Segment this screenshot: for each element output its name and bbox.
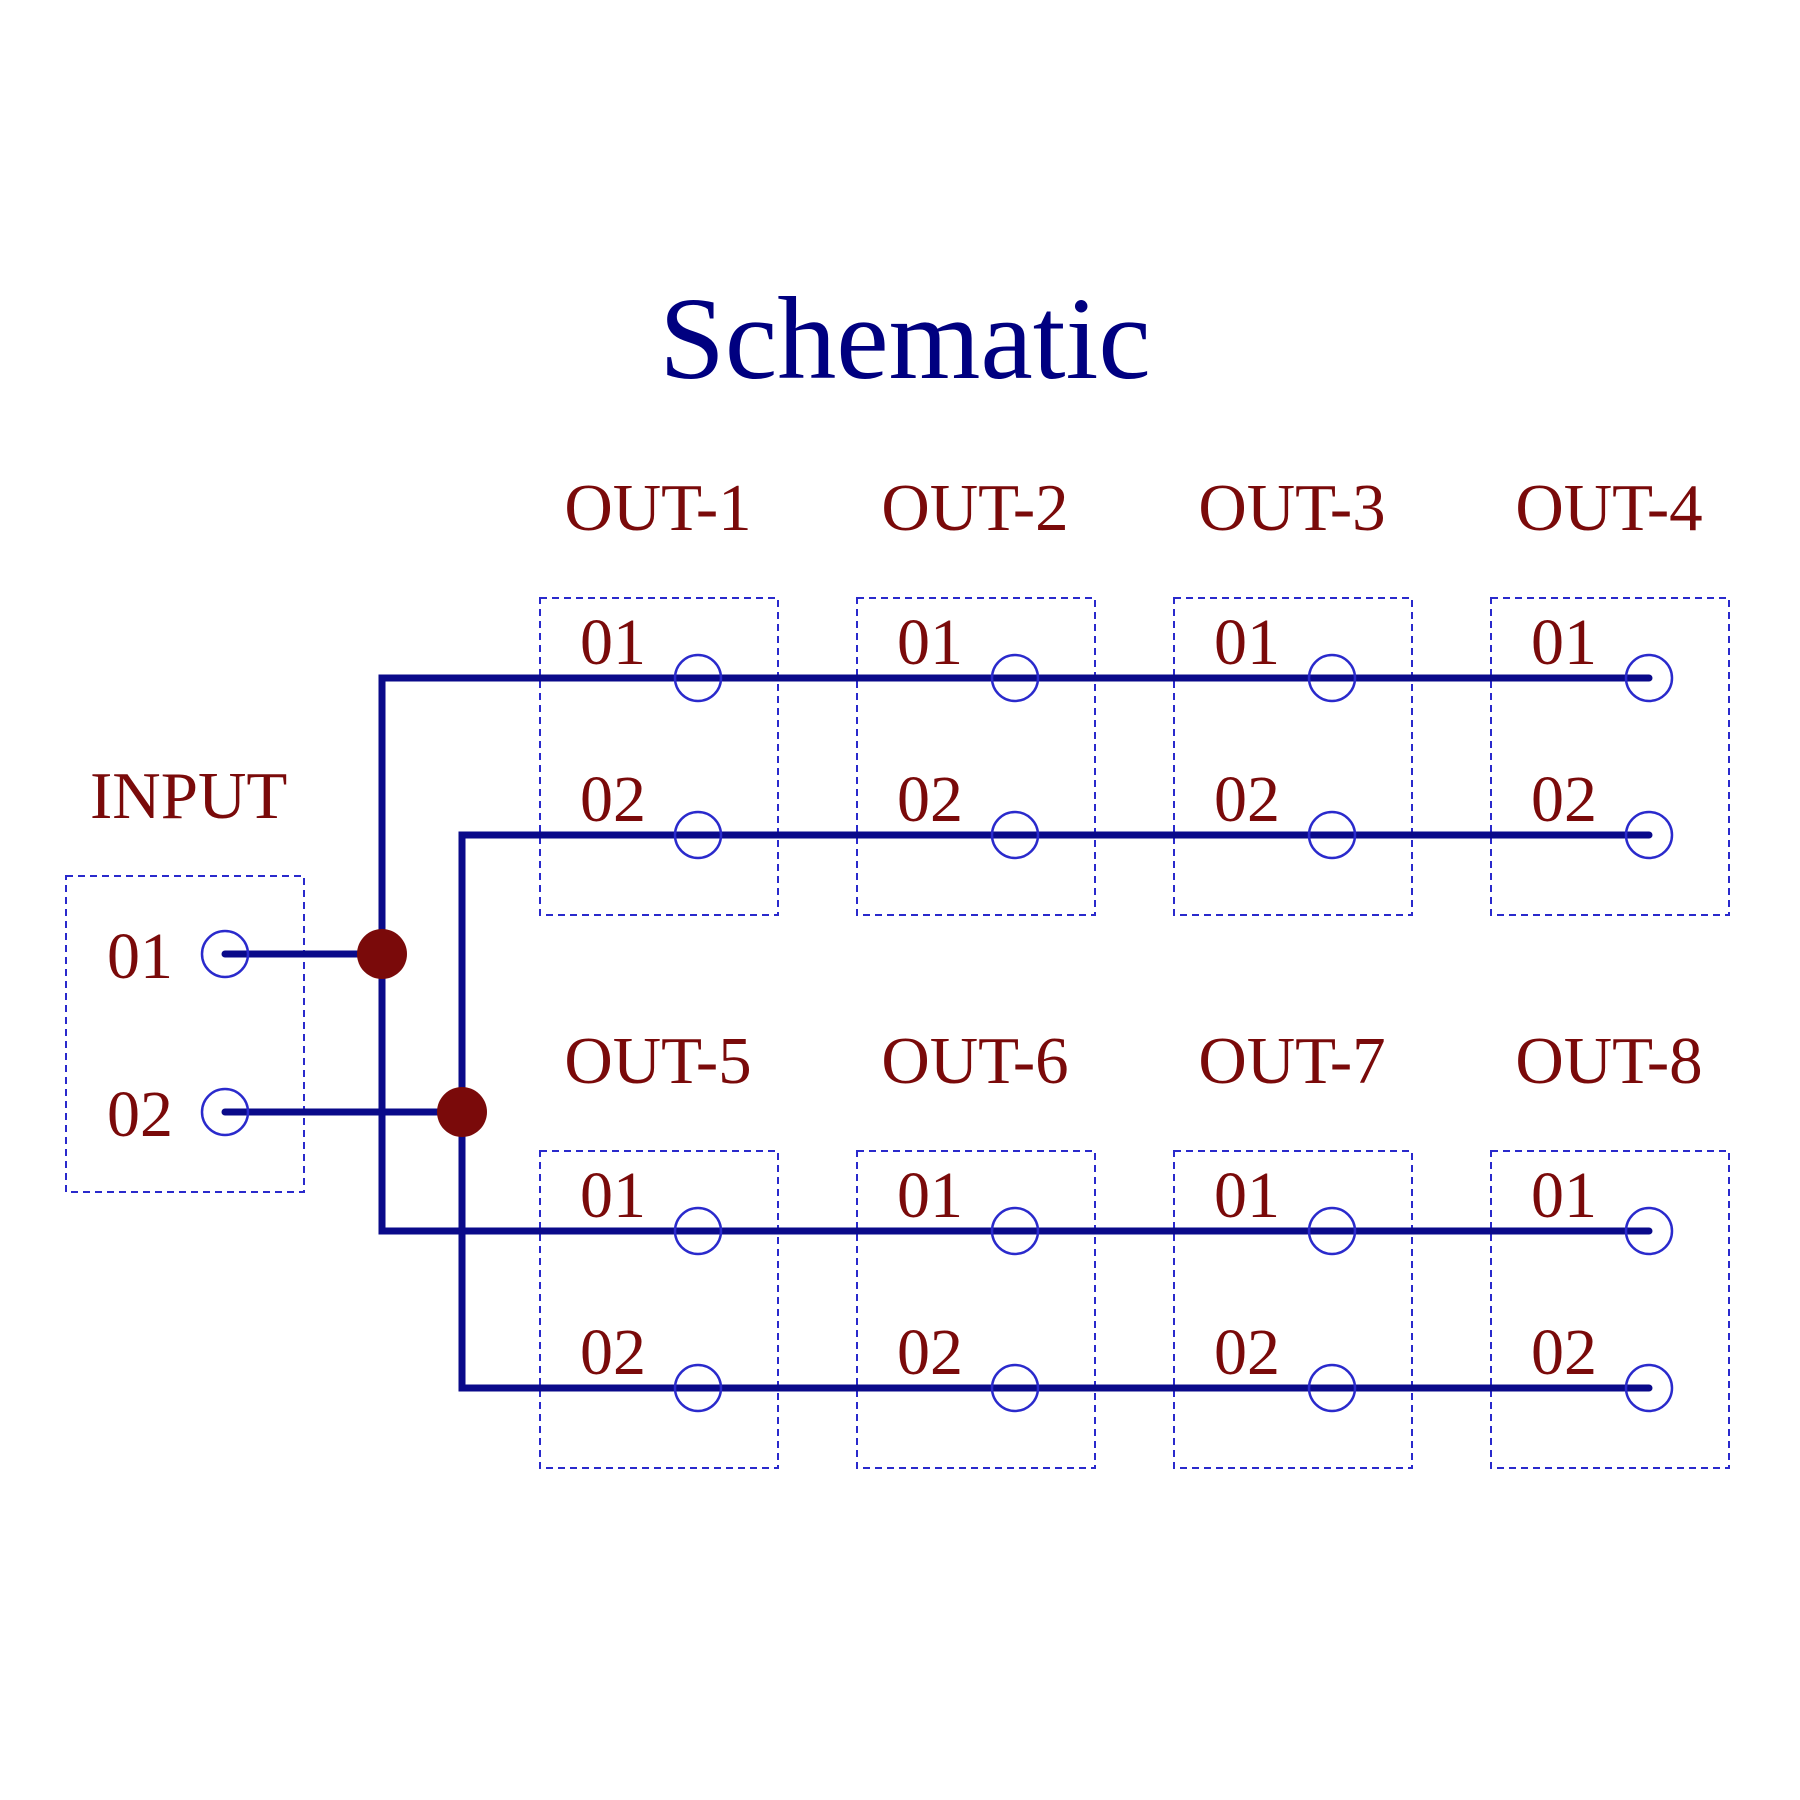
output-pin-label: 02	[1531, 1316, 1597, 1389]
output-block-label: OUT-7	[1198, 1024, 1385, 1098]
output-terminal-icon	[990, 653, 1040, 703]
output-block-label: OUT-2	[881, 471, 1068, 545]
output-terminal-icon	[673, 1206, 723, 1256]
input-pin-label: 02	[107, 1078, 173, 1151]
junction-dot	[357, 929, 407, 979]
output-terminal-icon	[990, 810, 1040, 860]
output-block-box	[1490, 1150, 1730, 1469]
output-terminal-icon	[673, 653, 723, 703]
output-terminal-icon	[1624, 1206, 1674, 1256]
output-terminal-icon	[1624, 653, 1674, 703]
output-block-box	[856, 1150, 1096, 1469]
labels: INPUT0102OUT-10102OUT-20102OUT-30102OUT-…	[90, 471, 1703, 1389]
output-pin-label: 01	[1531, 606, 1597, 679]
output-block-label: OUT-8	[1515, 1024, 1702, 1098]
output-block-box	[1173, 1150, 1413, 1469]
output-terminal-icon	[1307, 810, 1357, 860]
output-terminal-icon	[1307, 1206, 1357, 1256]
output-block-label: OUT-6	[881, 1024, 1068, 1098]
output-terminal-icon	[673, 810, 723, 860]
output-block-box	[1173, 597, 1413, 916]
bus-wire-pin01	[378, 674, 1653, 1235]
diagram-title: Schematic	[659, 273, 1150, 404]
output-pin-label: 02	[897, 763, 963, 836]
output-block-box	[856, 597, 1096, 916]
output-pin-label: 02	[1214, 1316, 1280, 1389]
input-block-label: INPUT	[90, 759, 287, 833]
output-pin-label: 01	[1531, 1159, 1597, 1232]
input-block-box	[65, 875, 305, 1193]
output-terminal-icon	[1307, 1363, 1357, 1413]
block-boxes	[65, 597, 1730, 1469]
output-pin-label: 01	[897, 1159, 963, 1232]
output-pin-label: 01	[580, 606, 646, 679]
output-block-label: OUT-3	[1198, 471, 1385, 545]
output-terminal-icon	[1624, 810, 1674, 860]
output-block-box	[539, 597, 779, 916]
output-block-box	[1490, 597, 1730, 916]
output-block-box	[539, 1150, 779, 1469]
output-pin-label: 02	[580, 1316, 646, 1389]
output-terminal-icon	[1307, 653, 1357, 703]
output-pin-label: 02	[897, 1316, 963, 1389]
terminals	[200, 653, 1674, 1413]
output-pin-label: 02	[1531, 763, 1597, 836]
output-pin-label: 01	[580, 1159, 646, 1232]
input-pin-label: 01	[107, 920, 173, 993]
bus-wire-pin02	[458, 831, 1653, 1392]
output-terminal-icon	[990, 1363, 1040, 1413]
output-block-label: OUT-4	[1515, 471, 1702, 545]
junctions	[357, 929, 487, 1137]
output-pin-label: 01	[897, 606, 963, 679]
input-terminal-icon	[200, 929, 250, 979]
output-pin-label: 02	[580, 763, 646, 836]
output-terminal-icon	[1624, 1363, 1674, 1413]
output-pin-label: 01	[1214, 1159, 1280, 1232]
output-terminal-icon	[990, 1206, 1040, 1256]
output-pin-label: 02	[1214, 763, 1280, 836]
output-block-label: OUT-1	[564, 471, 751, 545]
output-pin-label: 01	[1214, 606, 1280, 679]
output-terminal-icon	[673, 1363, 723, 1413]
output-block-label: OUT-5	[564, 1024, 751, 1098]
input-terminal-icon	[200, 1087, 250, 1137]
junction-dot	[437, 1087, 487, 1137]
